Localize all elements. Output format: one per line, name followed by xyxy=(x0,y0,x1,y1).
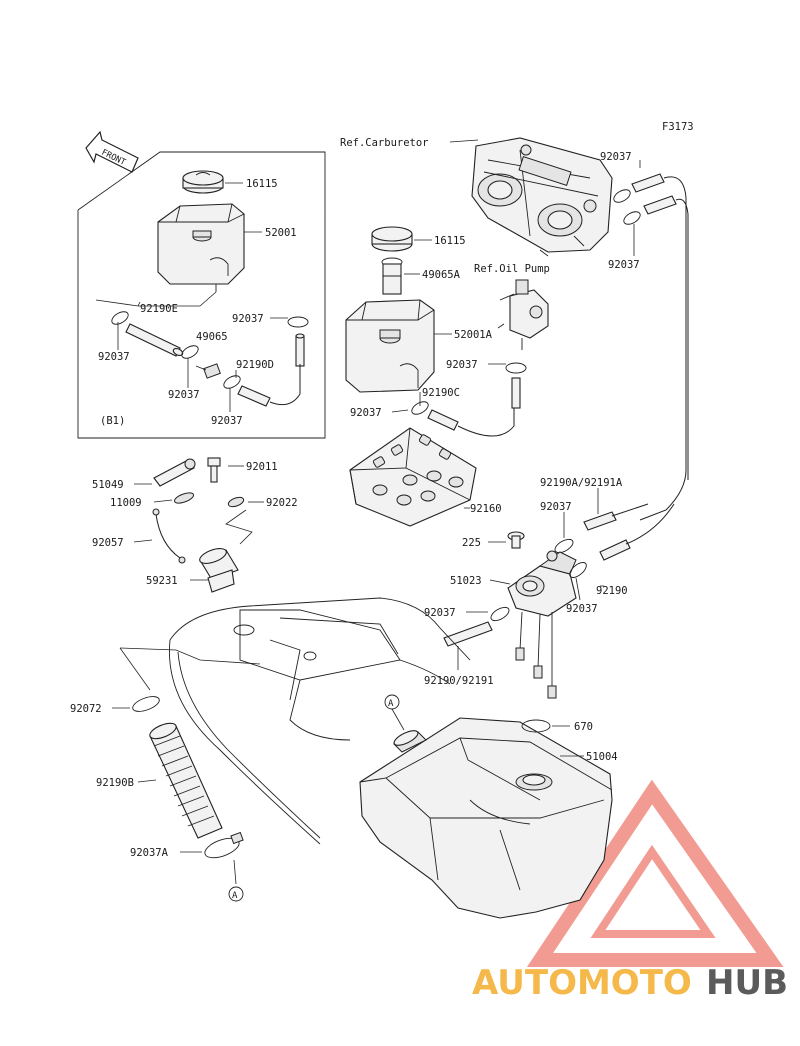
label-51049: 51049 xyxy=(92,479,124,491)
label-51023: 51023 xyxy=(450,575,482,587)
filler-hose-92190b xyxy=(149,722,223,839)
hose-inset-vertical xyxy=(295,333,305,367)
label-92190e: 92190E xyxy=(140,303,178,315)
front-arrow: FRONT xyxy=(85,130,139,173)
clamp-inset-3 xyxy=(287,316,309,328)
label-92037-i: 92037 xyxy=(424,607,456,619)
ref-carburetor: Ref.Carburetor xyxy=(340,137,429,149)
clamp-fuel-3 xyxy=(490,606,510,622)
clamp-inset-1 xyxy=(111,311,129,325)
ref-marker-a-top-label: A xyxy=(388,699,394,709)
clamp-fuel-1 xyxy=(554,538,574,554)
clamp-fuel-2 xyxy=(569,562,587,578)
hose-middle xyxy=(427,409,459,431)
gasket-11009 xyxy=(174,492,194,504)
o-ring-670 xyxy=(521,719,551,733)
hose-fuel-3 xyxy=(443,621,493,647)
label-92037-e: 92037 xyxy=(446,359,478,371)
label-92037-g: 92037 xyxy=(540,501,572,513)
label-92037-top-right-2: 92037 xyxy=(608,259,640,271)
clamp-92037a xyxy=(204,831,244,859)
oil-tank-cap xyxy=(371,226,413,252)
fuel-cock-51023 xyxy=(507,550,577,699)
hose-fuel-1 xyxy=(583,511,617,531)
label-92072: 92072 xyxy=(70,703,102,715)
filler-cap-51049 xyxy=(153,458,196,487)
label-16115-a: 16115 xyxy=(246,178,278,190)
hose-inset-2 xyxy=(237,385,271,407)
label-92037-b: 92037 xyxy=(168,389,200,401)
fuel-tank-51004 xyxy=(359,717,613,919)
label-92190b: 92190B xyxy=(96,777,134,789)
fitting-inset xyxy=(195,363,221,379)
label-92190: 92190 xyxy=(596,585,628,597)
carburetor-assembly xyxy=(471,137,613,257)
oil-strainer xyxy=(381,257,403,295)
label-92057: 92057 xyxy=(92,537,124,549)
label-92037-f: 92037 xyxy=(350,407,382,419)
ref-marker-a-bottom: A xyxy=(228,886,244,902)
clamp-top-right-2 xyxy=(623,211,641,225)
inset-box xyxy=(77,151,326,439)
clamp-inset-4 xyxy=(223,375,241,389)
hull-deck xyxy=(168,597,471,845)
watermark-hub: HUB xyxy=(706,963,788,1003)
label-92190c: 92190C xyxy=(422,387,460,399)
watermark-text: AUTOMOTO HUB xyxy=(472,963,788,1003)
hose-top-right-1 xyxy=(631,173,665,193)
cord-92057 xyxy=(152,508,186,564)
label-92190d: 92190D xyxy=(236,359,274,371)
label-92011: 92011 xyxy=(246,461,278,473)
label-92160: 92160 xyxy=(470,503,502,515)
label-59231: 59231 xyxy=(146,575,178,587)
label-92037-h: 92037 xyxy=(566,603,598,615)
clamp-92072 xyxy=(132,696,160,712)
label-92037-top-right-1: 92037 xyxy=(600,151,632,163)
hose-top-right-2 xyxy=(643,195,677,215)
bolt-92011 xyxy=(207,457,221,483)
label-92190a-92191a: 92190A/92191A xyxy=(540,477,623,489)
inset-tag: (B1) xyxy=(100,415,125,427)
label-11009: 11009 xyxy=(110,497,142,509)
label-16115-b: 16115 xyxy=(434,235,466,247)
label-670: 670 xyxy=(574,721,593,733)
watermark-logo xyxy=(526,779,784,967)
filler-neck-59231 xyxy=(199,548,239,593)
label-92037-top-inset: 92037 xyxy=(232,313,264,325)
clamp-middle xyxy=(411,401,429,415)
label-49065a: 49065A xyxy=(422,269,461,281)
washer-92022 xyxy=(227,496,245,508)
ref-marker-a-bottom-label: A xyxy=(232,891,238,901)
label-92037a: 92037A xyxy=(130,847,169,859)
label-92022: 92022 xyxy=(266,497,298,509)
label-52001: 52001 xyxy=(265,227,297,239)
label-52001a: 52001A xyxy=(454,329,493,341)
figure-code: F3173 xyxy=(662,121,694,133)
label-92037-d: 92037 xyxy=(211,415,243,427)
label-225: 225 xyxy=(462,537,481,549)
ref-oil-pump: Ref.Oil Pump xyxy=(474,263,550,275)
oil-tank-inset xyxy=(157,203,245,292)
clamp-top-right-1 xyxy=(613,189,631,203)
hose-fuel-2 xyxy=(599,539,631,561)
oil-tank-cap-inset xyxy=(182,170,224,194)
hose-inset-1 xyxy=(125,323,184,357)
label-49065: 49065 xyxy=(196,331,228,343)
oil-tank-main xyxy=(345,299,435,393)
oil-pump xyxy=(497,279,549,350)
ref-marker-a-top: A xyxy=(384,694,405,731)
hose-oil-pump xyxy=(511,377,521,409)
label-92037-a: 92037 xyxy=(98,351,130,363)
screw-225 xyxy=(507,531,525,549)
label-51004: 51004 xyxy=(586,751,618,763)
clamp-oil-pump xyxy=(505,362,527,374)
oil-tank-bracket xyxy=(349,427,477,527)
label-92190-92191: 92190/92191 xyxy=(424,675,494,687)
watermark-automoto: AUTOMOTO xyxy=(472,963,692,1003)
clamp-inset-2 xyxy=(181,345,199,359)
